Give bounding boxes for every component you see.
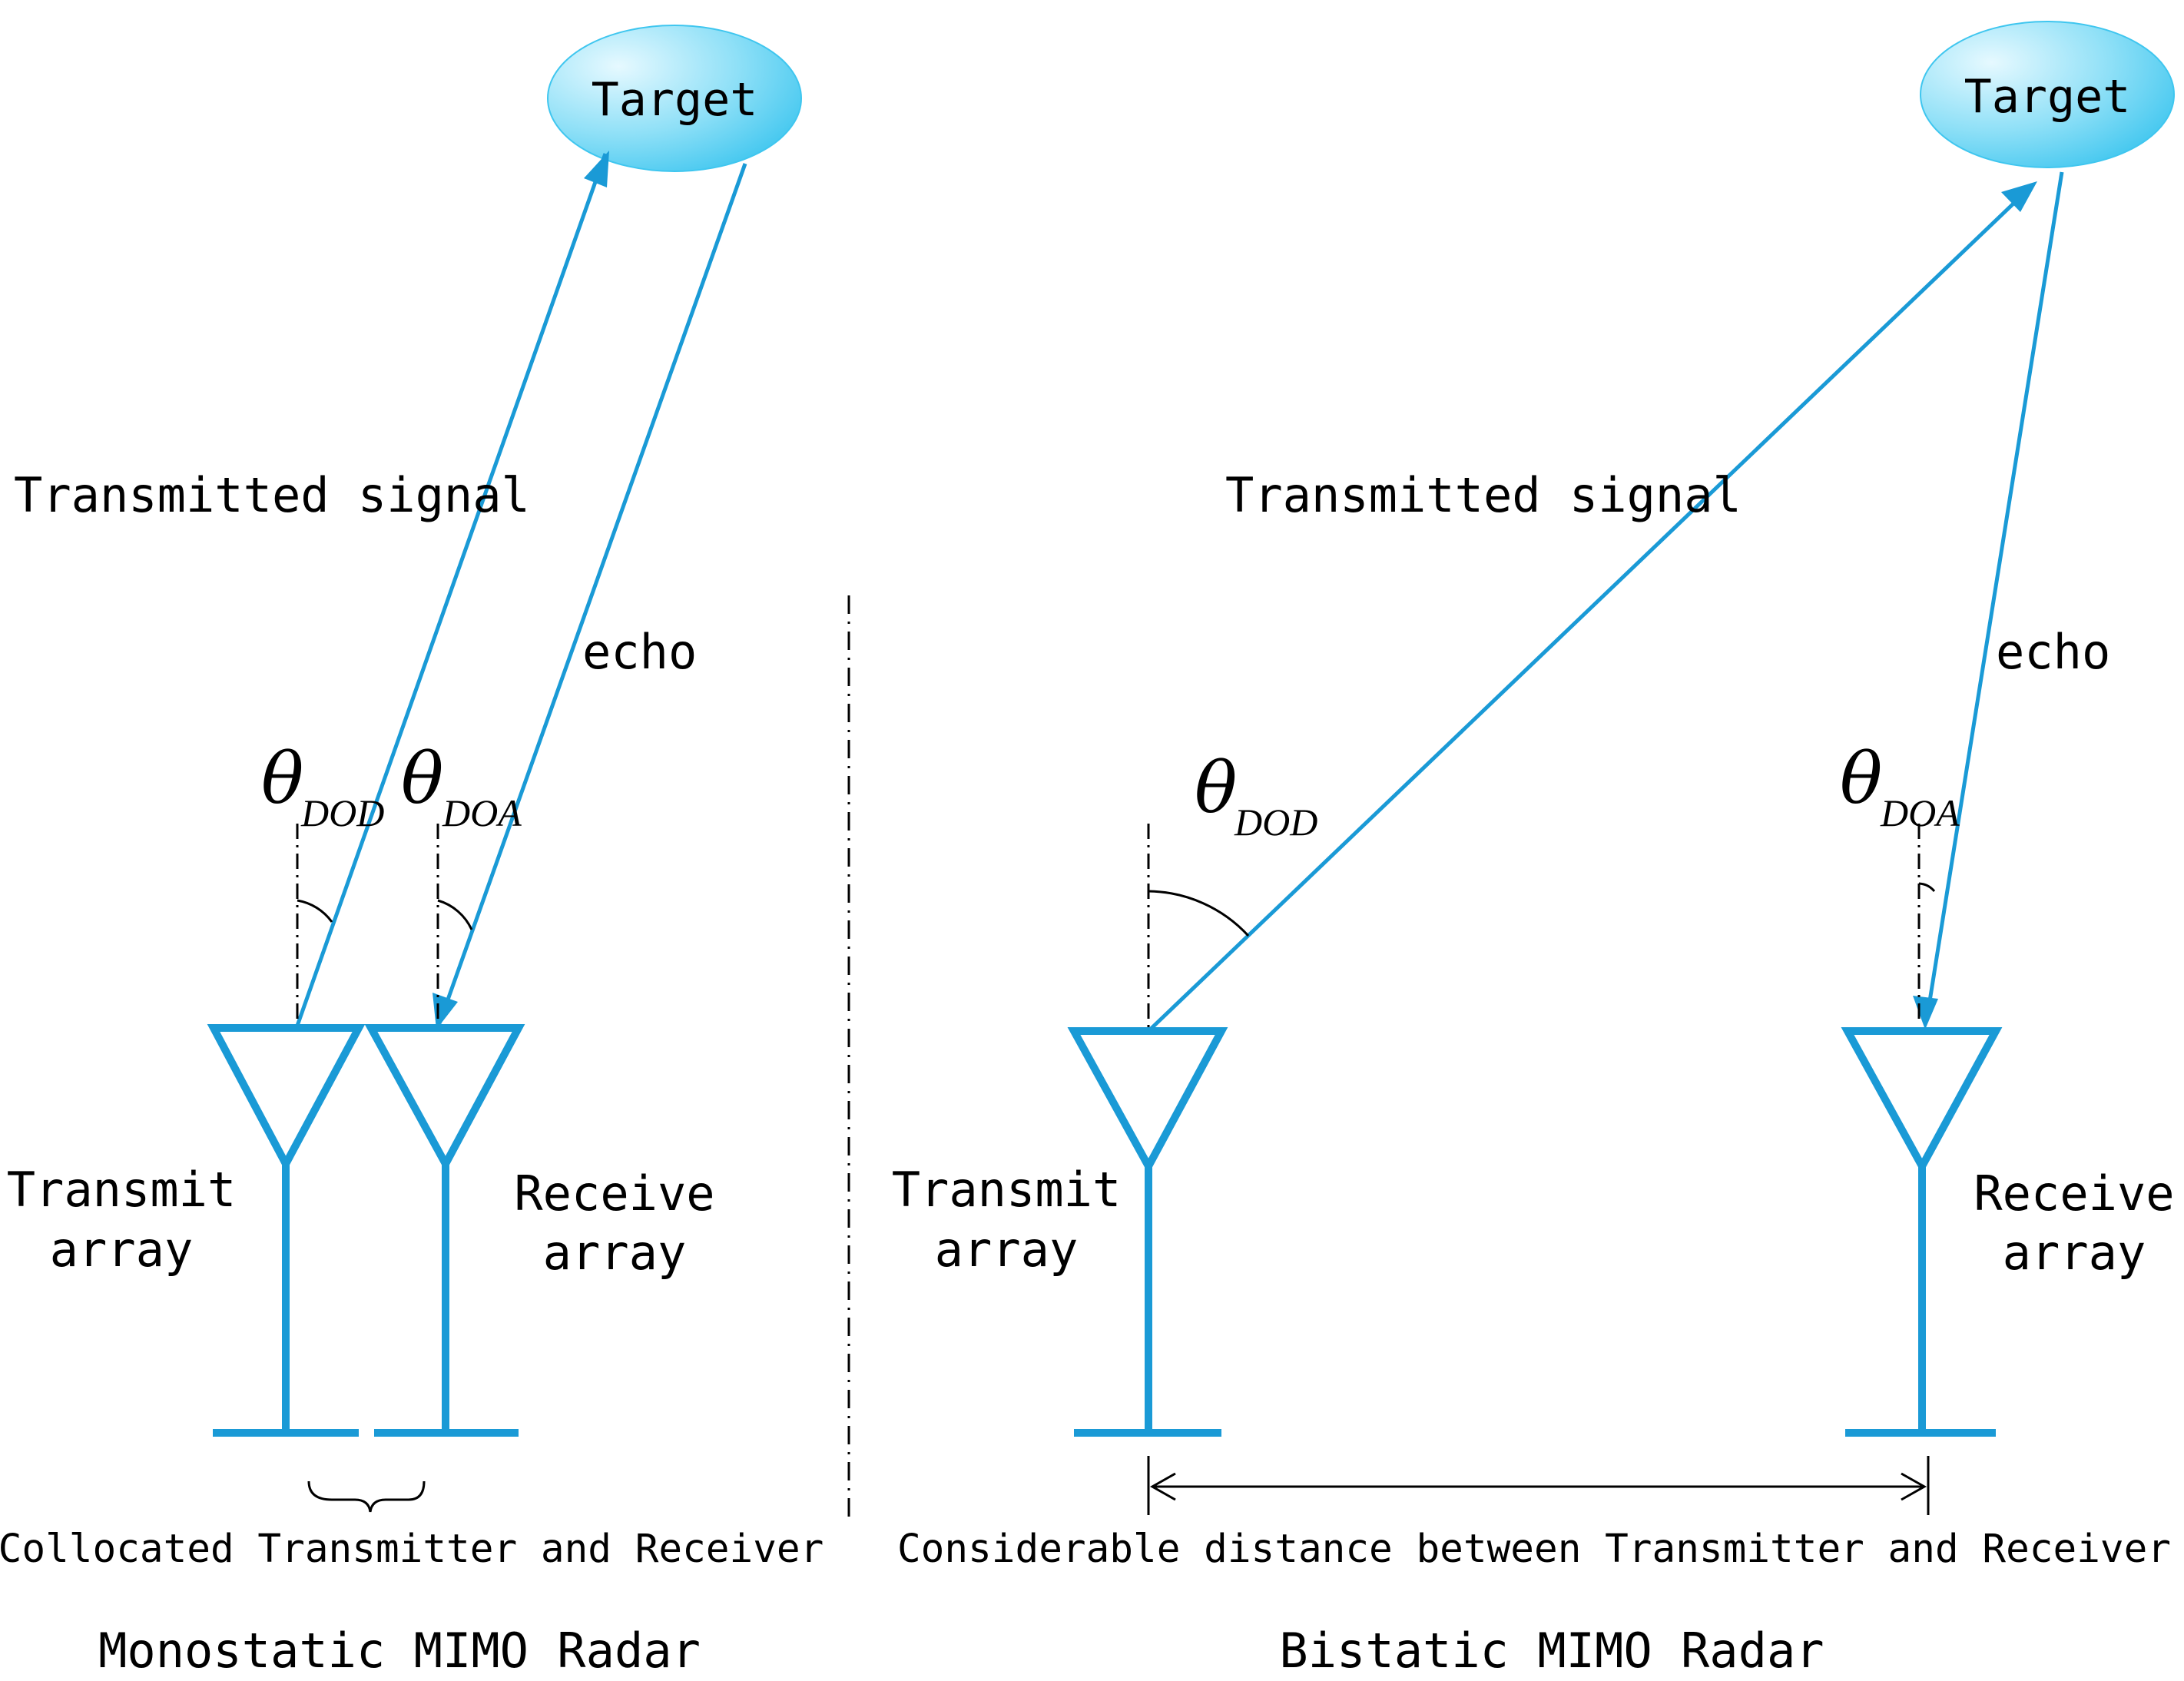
target-ellipse bbox=[547, 25, 802, 172]
bistatic-echo-label: echo bbox=[1996, 624, 2110, 680]
bistatic-target: Target bbox=[1920, 21, 2175, 168]
bistatic-dod-subscript: DOD bbox=[1234, 801, 1317, 844]
target-ellipse bbox=[1920, 21, 2175, 168]
monostatic-panel: Target Transmitted signal echo θ DOD θ D… bbox=[0, 25, 824, 1679]
monostatic-echo-signal bbox=[432, 163, 747, 1029]
target-label: Target bbox=[1964, 70, 2131, 124]
monostatic-transmitted-label: Transmitted signal bbox=[14, 467, 530, 523]
bistatic-receive-antenna bbox=[1841, 1027, 2003, 1437]
monostatic-theta-dod: θ bbox=[261, 738, 303, 820]
bistatic-transmit-label-line2: array bbox=[935, 1222, 1079, 1278]
monostatic-transmit-antenna bbox=[207, 1024, 366, 1437]
monostatic-dod-subscript: DOD bbox=[300, 791, 384, 834]
monostatic-receive-antenna bbox=[364, 1024, 525, 1437]
echo-arrowhead bbox=[432, 993, 458, 1029]
bistatic-transmit-label-line1: Transmit bbox=[892, 1162, 1122, 1218]
monostatic-echo-label: echo bbox=[582, 624, 697, 680]
bistatic-title: Bistatic MIMO Radar bbox=[1279, 1623, 1824, 1679]
bistatic-dod-angle-arc bbox=[1148, 890, 1250, 937]
transmit-arrowhead bbox=[584, 151, 609, 187]
bistatic-transmitted-label: Transmitted signal bbox=[1225, 467, 1742, 523]
monostatic-spacing-caption: Collocated Transmitter and Receiver bbox=[0, 1527, 824, 1572]
bistatic-panel: Target Transmitted signal echo θ DOD θ D… bbox=[892, 21, 2175, 1679]
monostatic-dod-angle-arc bbox=[297, 899, 333, 923]
monostatic-target: Target bbox=[547, 25, 802, 172]
monostatic-doa-subscript: DOA bbox=[442, 791, 522, 834]
monostatic-transmit-signal bbox=[295, 151, 609, 1026]
monostatic-transmit-label-line1: Transmit bbox=[7, 1162, 237, 1218]
bistatic-spacing-caption: Considerable distance between Transmitte… bbox=[897, 1527, 2171, 1572]
monostatic-title: Monostatic MIMO Radar bbox=[98, 1623, 701, 1679]
bistatic-distance-marker bbox=[1147, 1456, 1930, 1515]
target-label: Target bbox=[592, 73, 758, 127]
monostatic-transmit-label-line2: array bbox=[50, 1222, 194, 1278]
monostatic-spacing-brace bbox=[307, 1480, 426, 1513]
bistatic-receive-label-line1: Receive bbox=[1974, 1165, 2174, 1222]
bistatic-theta-doa: θ bbox=[1840, 738, 1882, 820]
monostatic-doa-angle-arc bbox=[437, 899, 473, 930]
monostatic-theta-doa: θ bbox=[401, 738, 443, 820]
echo-arrowhead bbox=[1913, 996, 1938, 1029]
bistatic-transmit-antenna bbox=[1067, 1027, 1228, 1437]
transmit-arrowhead bbox=[2001, 181, 2037, 212]
bistatic-receive-label-line2: array bbox=[2003, 1225, 2146, 1281]
bistatic-doa-angle-arc bbox=[1918, 882, 1936, 893]
bistatic-transmit-signal bbox=[1147, 181, 2037, 1033]
bistatic-echo-signal bbox=[1913, 171, 2064, 1029]
bistatic-theta-dod: θ bbox=[1195, 747, 1237, 829]
monostatic-receive-label-line2: array bbox=[543, 1225, 687, 1281]
monostatic-receive-label-line1: Receive bbox=[514, 1165, 714, 1222]
